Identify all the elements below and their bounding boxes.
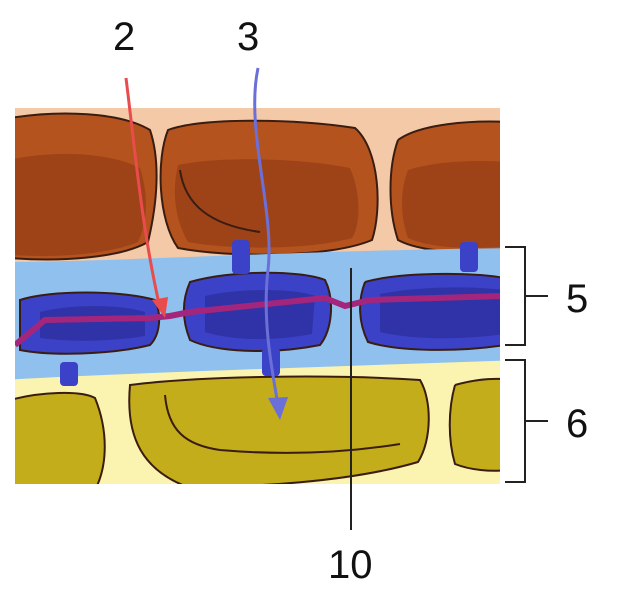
- label-3: 3: [237, 15, 259, 59]
- bracket-6: [505, 360, 548, 482]
- upper-cell-left: [10, 114, 157, 260]
- lower-cell-right: [450, 379, 510, 471]
- middle-cell-right: [360, 274, 505, 350]
- label-10: 10: [328, 543, 373, 587]
- label-2: 2: [113, 15, 135, 59]
- lower-cell-middle: [129, 377, 429, 487]
- bracket-5: [505, 247, 548, 345]
- label-5: 5: [566, 277, 588, 321]
- upper-cell-right: [391, 122, 511, 253]
- label-6: 6: [566, 402, 588, 446]
- lower-cell-left: [10, 393, 105, 490]
